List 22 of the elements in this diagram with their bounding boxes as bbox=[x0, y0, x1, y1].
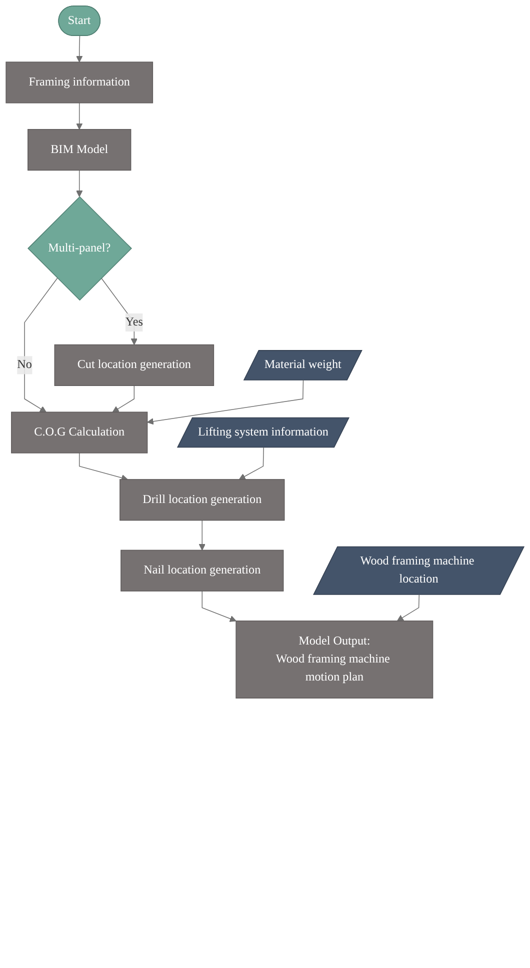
node-box: BIM Model bbox=[28, 129, 132, 171]
arrow bbox=[24, 278, 58, 412]
arrow bbox=[146, 380, 304, 425]
arrow bbox=[112, 385, 135, 412]
arrow bbox=[76, 170, 83, 198]
node-box: Drill location generation bbox=[120, 479, 285, 521]
node-box: Cut location generation bbox=[54, 344, 214, 386]
arrow bbox=[100, 278, 138, 346]
node-box: C.O.G Calculation bbox=[11, 412, 148, 454]
edge-label: No bbox=[17, 358, 32, 372]
arrow bbox=[238, 447, 264, 480]
arrow bbox=[78, 452, 128, 482]
arrow bbox=[396, 594, 420, 622]
arrow bbox=[202, 590, 236, 622]
node-box: Model Output: Wood framing machine motion plan bbox=[236, 620, 434, 698]
arrow bbox=[198, 520, 206, 550]
arrow bbox=[76, 102, 83, 130]
node-box: Nail location generation bbox=[120, 550, 284, 592]
node-diamond: Multi-panel? bbox=[28, 196, 132, 301]
arrow bbox=[76, 36, 83, 62]
edge-label: Yes bbox=[125, 316, 143, 328]
node-box: Framing information bbox=[6, 62, 154, 104]
